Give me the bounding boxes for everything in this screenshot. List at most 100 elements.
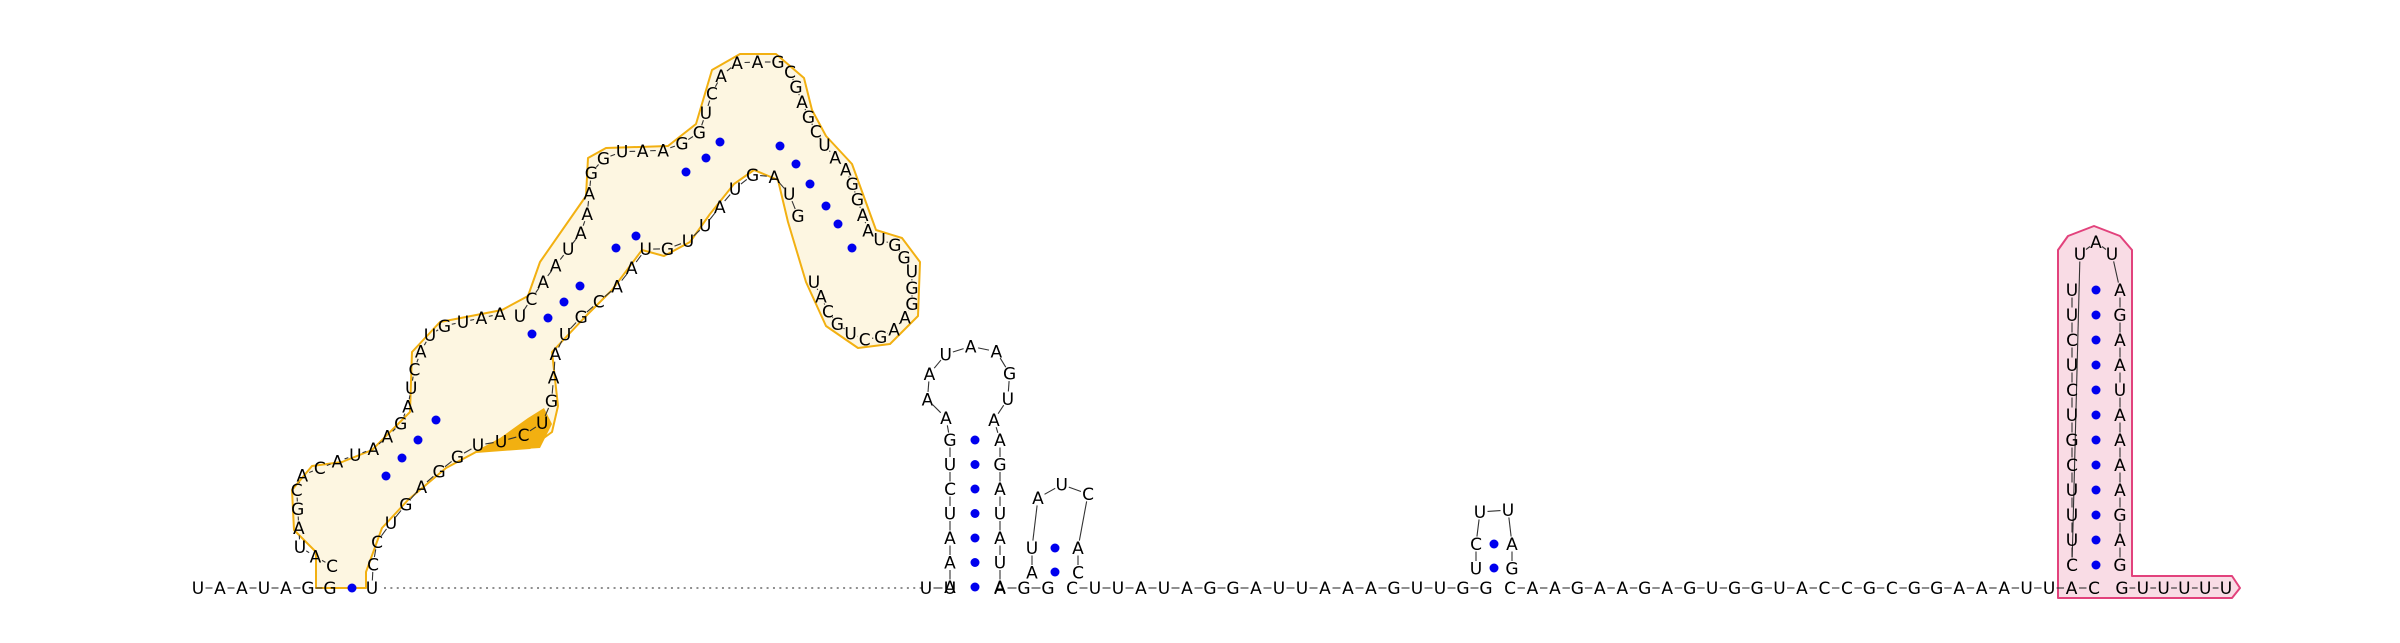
backbone-bond <box>305 550 310 554</box>
nucleotide-198: U <box>2066 356 2078 376</box>
base-pair-dot <box>970 484 980 494</box>
nucleotide-116: A <box>922 390 934 410</box>
backbone-bond <box>569 322 577 330</box>
nucleotide-121: G <box>1003 365 1016 385</box>
backbone-bond <box>523 304 528 311</box>
base-pair-dot <box>2091 560 2101 570</box>
backbone-bond <box>621 273 628 281</box>
nucleotide-50: G <box>771 53 784 73</box>
nucleotide-89: A <box>611 277 623 297</box>
nucleotide-210: A <box>2114 281 2126 301</box>
nucleotide-212: A <box>2114 331 2126 351</box>
base-pair-dot <box>2091 335 2101 345</box>
backbone-bond <box>952 348 964 353</box>
nucleotide-81: G <box>746 166 759 186</box>
nucleotide-179: G <box>1750 579 1763 599</box>
nucleotide-150: G <box>1226 579 1239 599</box>
nucleotide-196: U <box>2066 306 2078 326</box>
backbone-bond <box>2113 261 2119 283</box>
nucleotide-122: U <box>1002 390 1014 410</box>
base-pair-dot <box>715 137 725 147</box>
backbone-bond <box>535 287 540 293</box>
backbone-bond <box>791 200 796 210</box>
base-pair-dot <box>1050 567 1060 577</box>
backbone-bond <box>674 243 682 247</box>
nucleotide-6: G <box>301 579 314 599</box>
nucleotide-46: C <box>706 84 718 104</box>
nucleotide-114: G <box>943 431 956 451</box>
nucleotide-77: U <box>808 273 820 293</box>
nucleotide-78: G <box>791 207 804 227</box>
nucleotide-199: C <box>2066 381 2078 401</box>
nucleotide-14: A <box>296 466 308 486</box>
base-pair-dot <box>2091 360 2101 370</box>
nucleotide-186: G <box>1908 579 1921 599</box>
nucleotide-95: G <box>545 392 558 412</box>
base-pair-dot <box>970 558 980 567</box>
backbone-bond <box>977 347 990 351</box>
nucleotide-134: G <box>1017 579 1030 599</box>
nucleotide-27: U <box>457 313 469 333</box>
nucleotide-123: A <box>988 411 1000 431</box>
nucleotide-60: G <box>851 191 864 211</box>
nucleotide-59: G <box>846 175 859 195</box>
nucleotide-40: U <box>616 143 628 163</box>
base-pair-dot <box>701 153 711 163</box>
base-pair-dot <box>970 435 980 445</box>
backbone-bond <box>635 254 642 263</box>
nucleotide-181: A <box>1796 579 1808 599</box>
nucleotide-35: A <box>575 224 587 244</box>
nucleotide-215: A <box>2114 406 2126 426</box>
base-pair-dot <box>847 243 857 253</box>
nucleotide-133: A <box>994 579 1006 599</box>
base-pair-dot <box>1050 543 1060 553</box>
base-pair-dots <box>347 137 2101 593</box>
backbone-bond <box>604 290 612 298</box>
backbone-bond <box>999 357 1007 368</box>
nucleotide-205: U <box>2066 531 2078 551</box>
base-pair-dot <box>2091 485 2101 495</box>
backbone-bond <box>321 559 326 563</box>
backbone-bond <box>726 67 732 72</box>
nucleotide-152: U <box>1273 579 1285 599</box>
nucleotide-18: A <box>367 440 379 460</box>
backbone-bond <box>1044 487 1056 495</box>
nucleotide-227: U <box>2220 579 2232 599</box>
backbone-bond <box>392 428 396 432</box>
backbone-bond <box>309 470 314 474</box>
base-pair-dot <box>1489 539 1499 549</box>
nucleotide-34: U <box>562 240 574 260</box>
nucleotide-203: U <box>2066 481 2078 501</box>
nucleotide-207: U <box>2074 245 2086 265</box>
nucleotide-187: G <box>1930 579 1943 599</box>
highlight-regions <box>291 53 2241 599</box>
base-pair-dot <box>970 460 980 469</box>
nucleotide-194: C <box>2088 579 2100 599</box>
nucleotide-151: A <box>1250 579 1262 599</box>
nucleotide-176: G <box>1683 579 1696 599</box>
nucleotide-156: A <box>1365 579 1377 599</box>
nucleotide-135: G <box>1041 579 1054 599</box>
nucleotide-80: A <box>768 168 780 188</box>
backbone-bond <box>927 381 930 392</box>
nucleotide-56: U <box>818 136 830 156</box>
nucleotide-102: A <box>415 478 427 498</box>
backbone-bond <box>582 220 586 226</box>
backbone-bond <box>1068 486 1082 492</box>
nucleotide-87: U <box>639 240 651 260</box>
backbone-bond <box>932 404 942 414</box>
nucleotide-20: G <box>394 414 407 434</box>
backbone-bond <box>1078 501 1088 541</box>
nucleotide-17: U <box>349 446 361 466</box>
nucleotide-52: G <box>789 78 802 98</box>
nucleotide-12: G <box>291 500 304 520</box>
nucleotide-127: U <box>994 505 1006 525</box>
nucleotide-33: A <box>550 257 562 277</box>
nucleotide-146: A <box>1135 579 1147 599</box>
backbone-bond <box>707 100 711 107</box>
backbone-bond <box>586 305 594 313</box>
nucleotide-94: A <box>548 369 560 389</box>
nucleotide-216: A <box>2114 431 2126 451</box>
nucleotide-191: U <box>2020 579 2032 599</box>
base-pair-dot <box>381 471 391 481</box>
